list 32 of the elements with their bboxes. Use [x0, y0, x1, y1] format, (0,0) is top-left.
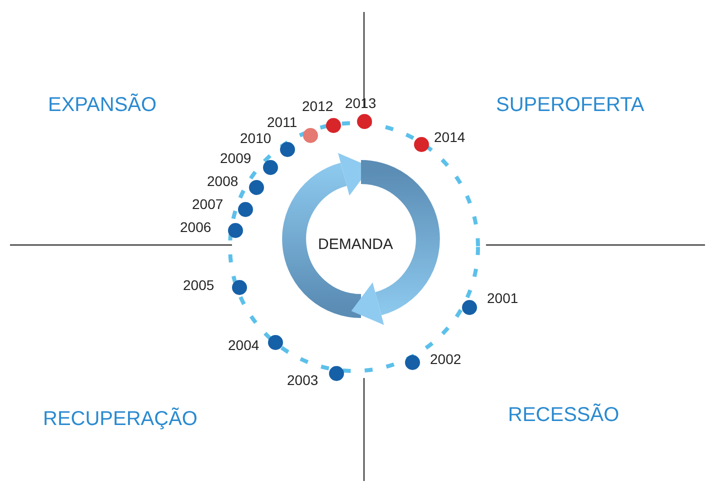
phase-label: EXPANSÃO: [48, 94, 157, 116]
phase-label: RECUPERAÇÃO: [43, 408, 198, 430]
marker-dot: [414, 136, 428, 152]
year-label: 2007: [192, 196, 224, 212]
year-label: 2006: [180, 219, 212, 235]
year-label: 2014: [434, 129, 466, 145]
marker-dot: [404, 354, 420, 370]
marker-dot: [232, 280, 246, 294]
marker-dot: [238, 202, 252, 216]
year-label: 2011: [267, 114, 298, 130]
year-label: 2002: [430, 351, 462, 367]
marker-dot: [462, 300, 476, 314]
marker-dot: [280, 142, 294, 156]
marker-dot: [326, 118, 340, 132]
center-label: DEMANDA: [318, 236, 394, 254]
year-label: 2008: [207, 173, 238, 189]
year-label: 2003: [287, 372, 318, 388]
marker-dot: [268, 334, 282, 350]
marker-dot: [262, 160, 278, 174]
marker-dot: [228, 222, 242, 238]
year-label: 2012: [302, 98, 334, 114]
year-label: 2001: [487, 290, 518, 306]
marker-dot: [356, 114, 372, 128]
phase-label: RECESSÃO: [508, 404, 620, 426]
year-label: 2010: [240, 130, 272, 146]
marker-dot: [302, 128, 318, 142]
year-label: 2005: [183, 277, 214, 293]
marker-dot: [248, 180, 264, 194]
marker-dot: [328, 366, 344, 380]
year-label: 2004: [228, 337, 260, 353]
year-label: 2009: [220, 150, 252, 166]
phase-label: SUPEROFERTA: [496, 94, 644, 116]
